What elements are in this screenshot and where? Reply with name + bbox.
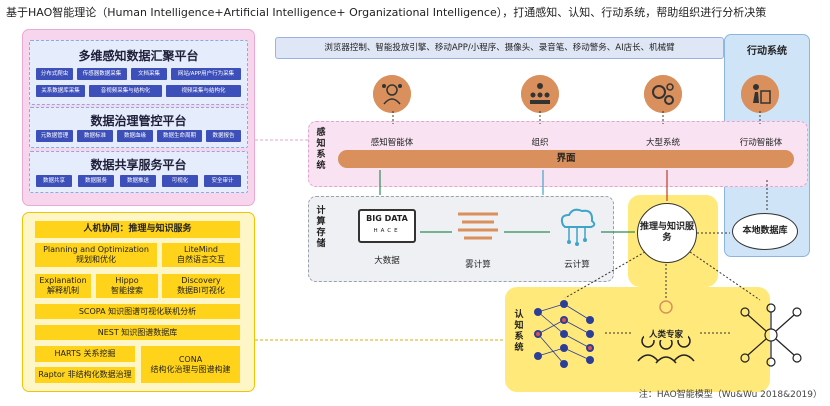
knowledge-box-hippo: Hippo 智能搜索 — [96, 274, 158, 298]
box-line: LiteMind — [183, 245, 218, 254]
box-line: Raptor 非结构化数据治理 — [38, 370, 132, 379]
box-line: 自然语言交互 — [177, 255, 225, 264]
large-system-icon — [644, 75, 682, 113]
box-line: HARTS 关系挖掘 — [54, 349, 116, 358]
platform-chip: 安全审计 — [204, 175, 241, 187]
platform-title: 数据治理管控平台 — [90, 114, 187, 128]
knowledge-box-explanation: Explanation 解释机制 — [35, 274, 91, 298]
box-line: 数据BI可视化 — [177, 286, 225, 295]
platform-perception-data: 多维感知数据汇聚平台 分布式爬虫 传感器数据采集 文档采集 网站/APP用户行为… — [29, 40, 248, 105]
neural-network-icon — [534, 300, 594, 368]
human-expert-label: 人类专家 — [644, 328, 688, 340]
knowledge-box-raptor: Raptor 非结构化数据治理 — [35, 367, 135, 383]
platform-chip: 可视化 — [162, 175, 198, 187]
knowledge-header: 人机协同：推理与知识服务 — [35, 221, 240, 238]
knowledge-box-planning: Planning and Optimization 规划和优化 — [35, 243, 157, 267]
perception-agent-icon — [373, 75, 411, 113]
human-experts-icon — [637, 300, 695, 364]
platform-chip: 视频采集与结构化 — [166, 85, 241, 97]
collaboration-network-icon — [740, 303, 802, 367]
box-line: SCOPA 知识图谱可视化联机分析 — [78, 306, 197, 316]
knowledge-box-cona: CONA 结构化治理与图谱构建 — [141, 346, 240, 383]
knowledge-box-nest: NEST 知识图谱数据库 — [35, 325, 240, 340]
perception-node-label: 感知智能体 — [370, 138, 414, 148]
platform-title: 多维感知数据汇聚平台 — [78, 49, 199, 63]
perception-node-label: 行动智能体 — [739, 138, 783, 148]
platform-data-governance: 数据治理管控平台 元数据管理 数据标准 数据血缘 数据生命周期 数据报告 — [29, 107, 248, 148]
platform-chip: 数据标准 — [77, 130, 113, 142]
box-line: Explanation — [39, 276, 87, 285]
perception-node-label: 大型系统 — [645, 138, 680, 148]
cognition-panel — [505, 287, 770, 392]
cognition-label: 认知系统 — [514, 310, 524, 353]
platform-chip: 数据报告 — [206, 130, 241, 142]
local-database-node: 本地数据库 — [732, 213, 798, 250]
box-line: CONA — [178, 354, 203, 364]
platform-chip: 元数据管理 — [36, 130, 73, 142]
platform-chip: 数据血缘 — [117, 130, 153, 142]
devices-bar: 浏览器控制、智能投放引擎、移动APP/小程序、摄像头、录音笔、移动警务、AI店长… — [275, 37, 724, 59]
bigdata-sub-text: HACE — [373, 228, 401, 234]
box-line: 解释机制 — [47, 286, 79, 295]
compute-node-label: 云计算 — [564, 260, 590, 270]
platform-chip: 分布式爬虫 — [36, 68, 73, 80]
platform-chip: 数据服务 — [78, 175, 114, 187]
box-line: 规划和优化 — [76, 255, 116, 264]
box-line: Hippo — [115, 276, 139, 285]
compute-node-label: 雾计算 — [465, 260, 491, 270]
platform-chip: 数据共享 — [36, 175, 72, 187]
footnote: 注：HAO智能模型（Wu&Wu 2018&2019） — [638, 390, 822, 400]
bigdata-icon: BIG DATA HACE — [358, 209, 416, 243]
box-line: 结构化治理与图谱构建 — [150, 364, 231, 374]
page-title: 基于HAO智能理论（Human Intelligence+Artificial … — [6, 6, 767, 19]
perception-label: 感知系统 — [316, 128, 326, 171]
box-line: NEST 知识图谱数据库 — [97, 327, 178, 337]
knowledge-box-scopa: SCOPA 知识图谱可视化联机分析 — [35, 304, 240, 319]
reasoning-service-node: 推理与知识服务 — [637, 203, 697, 263]
knowledge-box-harts: HARTS 关系挖掘 — [35, 346, 135, 362]
interface-bar: 界面 — [338, 150, 794, 168]
platform-chip: 音视频采集与结构化 — [89, 85, 162, 97]
knowledge-box-litemind: LiteMind 自然语言交互 — [162, 243, 240, 267]
cloud-compute-icon — [560, 208, 596, 246]
action-agent-icon — [741, 75, 779, 113]
box-line: Discovery — [181, 276, 221, 285]
platform-title: 数据共享服务平台 — [90, 158, 187, 172]
organization-icon — [521, 75, 559, 113]
platform-chip: 数据生命周期 — [157, 130, 202, 142]
platform-data-sharing: 数据共享服务平台 数据共享 数据服务 数据推送 可视化 安全审计 — [29, 151, 248, 193]
bigdata-badge-text: BIG DATA — [366, 214, 408, 223]
connector-dotted — [564, 251, 646, 299]
knowledge-box-discovery: Discovery 数据BI可视化 — [162, 274, 240, 298]
action-system-title: 行动系统 — [747, 46, 787, 57]
compute-label: 计算存储 — [316, 206, 326, 249]
box-line: Planning and Optimization — [43, 245, 149, 254]
box-line: 智能搜索 — [111, 286, 143, 295]
compute-node-label: 大数据 — [374, 256, 400, 266]
platform-chip: 关系数据库采集 — [36, 85, 85, 97]
platform-chip: 传感器数据采集 — [77, 68, 127, 80]
platform-chip: 数据推送 — [120, 175, 156, 187]
platform-chip: 网站/APP用户行为采集 — [171, 68, 241, 80]
fog-compute-icon — [458, 212, 498, 240]
perception-node-label: 组织 — [531, 138, 549, 148]
platform-chip: 文档采集 — [131, 68, 167, 80]
connector-dotted — [689, 251, 761, 301]
